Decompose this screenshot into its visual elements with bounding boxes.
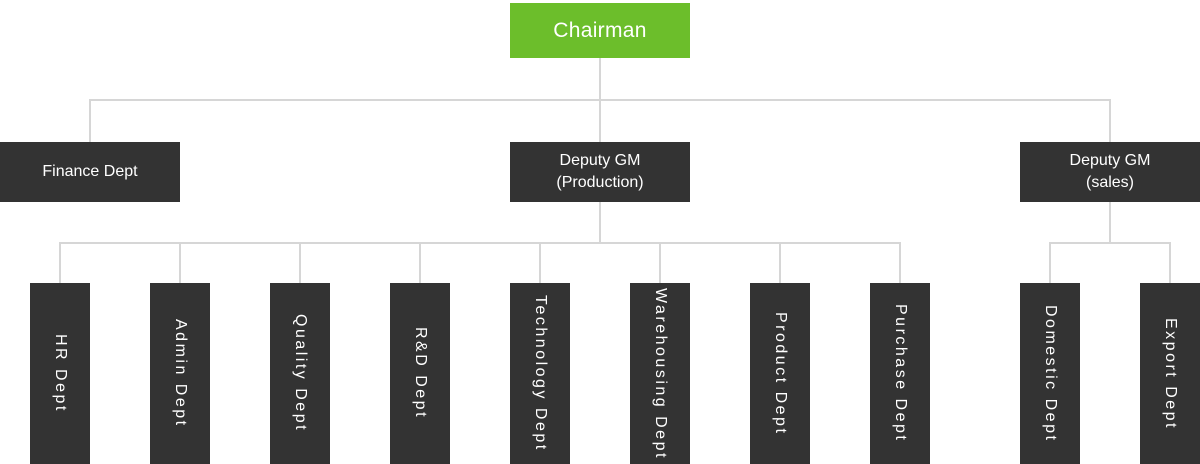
node-rd-dept[interactable]: R&D Dept	[390, 283, 450, 464]
node-label: Quality Dept	[292, 314, 309, 433]
node-hr-dept[interactable]: HR Dept	[30, 283, 90, 464]
node-quality-dept[interactable]: Quality Dept	[270, 283, 330, 464]
connector-admin-drop	[179, 243, 181, 283]
node-label-line1: Deputy GM	[1069, 152, 1151, 169]
node-label: Finance Dept	[42, 163, 138, 180]
node-deputy-gm-sales[interactable]: Deputy GM (sales)	[1020, 142, 1200, 202]
node-label-line2: (Production)	[556, 174, 644, 191]
connector-sales-drop	[1109, 100, 1111, 142]
connector-production-stem	[599, 202, 601, 243]
node-label: Export Dept	[1162, 317, 1179, 430]
connector-technology-drop	[539, 243, 541, 283]
connector-production-bus	[59, 242, 901, 244]
connector-level1-bus	[89, 99, 1111, 101]
node-finance-dept[interactable]: Finance Dept	[0, 142, 180, 202]
node-label: Technology Dept	[532, 295, 549, 452]
node-label: Domestic Dept	[1042, 304, 1059, 443]
node-warehousing-dept[interactable]: Warehousing Dept	[630, 283, 690, 464]
node-label: HR Dept	[52, 334, 69, 413]
node-domestic-dept[interactable]: Domestic Dept	[1020, 283, 1080, 464]
node-deputy-gm-production[interactable]: Deputy GM (Production)	[510, 142, 690, 202]
node-label: Warehousing Dept	[652, 287, 669, 460]
connector-sales-stem	[1109, 202, 1111, 243]
node-label-line1: Deputy GM	[559, 152, 641, 169]
node-label: Purchase Dept	[892, 304, 909, 443]
connector-hr-drop	[59, 243, 61, 283]
node-purchase-dept[interactable]: Purchase Dept	[870, 283, 930, 464]
connector-rd-drop	[419, 243, 421, 283]
node-export-dept[interactable]: Export Dept	[1140, 283, 1200, 464]
node-product-dept[interactable]: Product Dept	[750, 283, 810, 464]
connector-finance-drop	[89, 100, 91, 142]
connector-product-drop	[779, 243, 781, 283]
node-label-line2: (sales)	[1085, 174, 1134, 191]
node-label: Admin Dept	[172, 319, 189, 428]
connector-warehousing-drop	[659, 243, 661, 283]
node-label: Product Dept	[772, 311, 789, 436]
connector-sales-bus	[1049, 242, 1171, 244]
connector-purchase-drop	[899, 243, 901, 283]
node-admin-dept[interactable]: Admin Dept	[150, 283, 210, 464]
node-chairman[interactable]: Chairman	[510, 3, 690, 58]
connector-quality-drop	[299, 243, 301, 283]
connector-export-drop	[1169, 243, 1171, 283]
connector-domestic-drop	[1049, 243, 1051, 283]
node-technology-dept[interactable]: Technology Dept	[510, 283, 570, 464]
node-label: R&D Dept	[412, 327, 429, 420]
node-label: Chairman	[553, 18, 647, 42]
